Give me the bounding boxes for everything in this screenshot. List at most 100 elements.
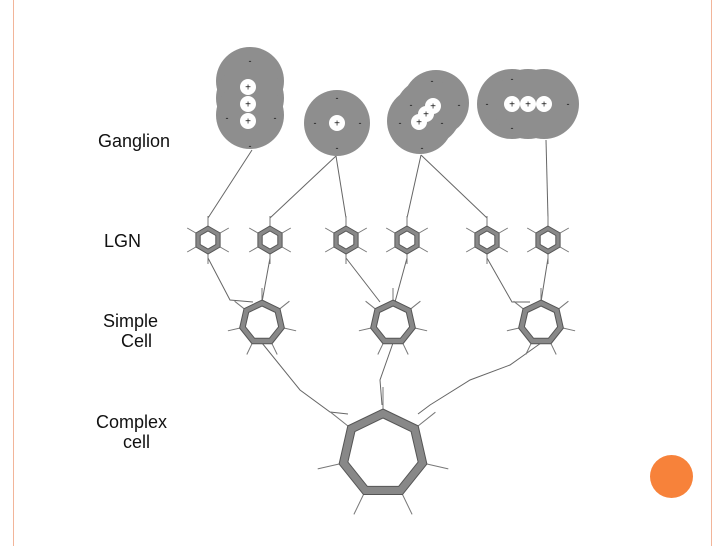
plus-sign: + xyxy=(245,117,251,128)
slide-frame xyxy=(13,0,712,546)
minus-sign: - xyxy=(249,141,252,151)
connector-line xyxy=(486,257,530,303)
dendrite-line xyxy=(234,300,245,310)
connector-line xyxy=(335,155,347,219)
plus-sign: + xyxy=(525,100,531,111)
cell-nucleus xyxy=(398,230,416,250)
minus-sign: - xyxy=(399,118,402,128)
connector-line xyxy=(207,149,253,219)
plus-sign: + xyxy=(509,100,515,111)
connector-line xyxy=(379,342,394,406)
receptive-field-diagonal: +++------ xyxy=(387,70,469,154)
connector-line xyxy=(420,154,488,219)
lgn-cell xyxy=(186,216,230,264)
connector-line xyxy=(207,257,254,303)
lgn-cell xyxy=(385,216,429,264)
cell-nucleus xyxy=(478,230,496,250)
dendrite-line xyxy=(385,227,396,234)
field-center xyxy=(329,115,345,131)
minus-sign: - xyxy=(421,143,424,153)
dendrite-line xyxy=(281,227,292,234)
receptive-field-single: +---- xyxy=(304,90,370,156)
complex-cell xyxy=(317,387,449,515)
label-simple-cell: Simple Cell xyxy=(103,311,183,351)
dendrite-line xyxy=(559,227,570,234)
receptive-field-horizontal: + + + - - - - xyxy=(477,69,579,139)
dendrite-line xyxy=(358,327,371,332)
field-center xyxy=(504,96,520,112)
connector-line xyxy=(545,139,549,219)
dendrite-line xyxy=(513,300,524,310)
minus-sign: - xyxy=(314,118,317,128)
label-simple-cell-line1: Simple xyxy=(103,311,159,331)
dendrite-line xyxy=(248,227,259,234)
receptive-field-vertical: +++---- xyxy=(216,47,284,151)
minus-sign: - xyxy=(410,100,413,110)
dendrite-line xyxy=(227,327,240,332)
dendrite-line xyxy=(324,246,335,253)
dendrite-line xyxy=(550,343,557,355)
label-ganglion: Ganglion xyxy=(98,131,171,151)
plus-sign: + xyxy=(245,83,251,94)
dendrite-line xyxy=(279,300,290,310)
minus-sign: - xyxy=(511,74,514,84)
plus-sign: + xyxy=(541,100,547,111)
cell-nucleus xyxy=(261,230,279,250)
dendrite-line xyxy=(186,246,197,253)
connector-line xyxy=(540,257,549,303)
cell-nucleus xyxy=(337,230,355,250)
dendrite-line xyxy=(559,246,570,253)
cell-nucleus xyxy=(523,305,559,339)
label-complex-cell-line2: cell xyxy=(123,432,151,452)
dendrite-line xyxy=(357,246,368,253)
cell-nucleus xyxy=(244,305,280,339)
plus-sign: + xyxy=(334,119,340,130)
minus-sign: - xyxy=(486,99,489,109)
dendrite-line xyxy=(281,246,292,253)
dendrite-line xyxy=(525,343,532,355)
minus-sign: - xyxy=(336,143,339,153)
dendrite-line xyxy=(353,494,364,515)
lgn-cell xyxy=(465,216,509,264)
dendrite-line xyxy=(284,327,297,332)
field-center xyxy=(240,79,256,95)
dendrite-line xyxy=(465,246,476,253)
plus-sign: + xyxy=(245,100,251,111)
minus-sign: - xyxy=(226,113,229,123)
cell-nucleus xyxy=(375,305,411,339)
simple-cell xyxy=(506,288,576,355)
dendrite-line xyxy=(498,227,509,234)
plus-sign: + xyxy=(423,110,429,121)
minus-sign: - xyxy=(249,56,252,66)
minus-sign: - xyxy=(458,100,461,110)
dendrite-line xyxy=(324,227,335,234)
dendrite-line xyxy=(465,227,476,234)
dendrite-line xyxy=(402,343,409,355)
dendrite-line xyxy=(506,327,519,332)
simple-cell xyxy=(358,288,428,355)
connector-line xyxy=(406,154,422,219)
minus-sign: - xyxy=(511,123,514,133)
lgn-cell xyxy=(526,216,570,264)
dendrite-line xyxy=(219,246,230,253)
dendrite-line xyxy=(418,227,429,234)
dendrite-line xyxy=(498,246,509,253)
nav-dot[interactable] xyxy=(650,455,693,498)
minus-sign: - xyxy=(359,118,362,128)
lgn-cell xyxy=(248,216,292,264)
field-center xyxy=(536,96,552,112)
minus-sign: - xyxy=(567,99,570,109)
dendrite-line xyxy=(426,463,449,470)
field-center xyxy=(240,96,256,112)
dendrite-line xyxy=(246,343,253,355)
connector-line xyxy=(345,257,381,303)
dendrite-line xyxy=(357,227,368,234)
label-simple-cell-line2: Cell xyxy=(121,331,153,351)
dendrite-line xyxy=(558,300,569,310)
dendrite-line xyxy=(402,494,413,515)
connector-line xyxy=(261,342,349,415)
dendrite-line xyxy=(385,246,396,253)
receptive-fields: +++----+----+++------+++---- xyxy=(216,47,579,156)
